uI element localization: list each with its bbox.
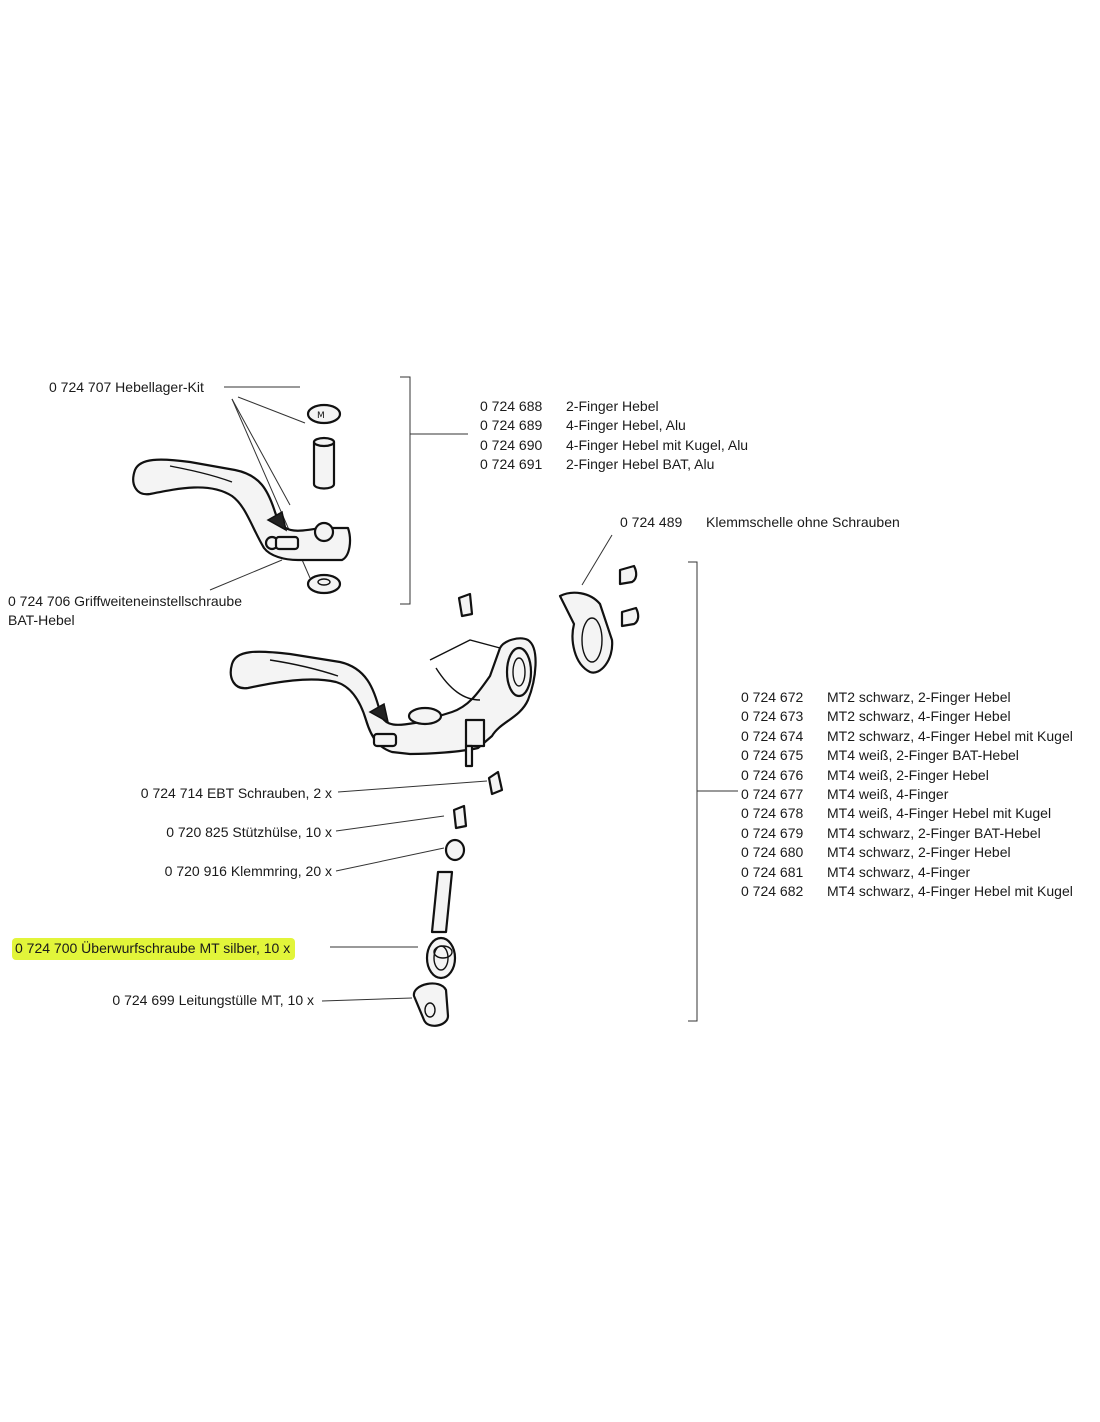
- part-description: 4-Finger Hebel, Alu: [566, 417, 686, 434]
- label-ebt-schrauben: 0 724 714 EBT Schrauben, 2 x: [140, 785, 332, 801]
- list-item: 0 724 680 MT4 schwarz, 2-Finger Hebel: [741, 843, 1073, 862]
- list-item: 0 724 682 MT4 schwarz, 4-Finger Hebel mit…: [741, 882, 1073, 901]
- klemmschelle-description: Klemmschelle ohne Schrauben: [706, 514, 900, 530]
- label-klemmring: 0 720 916 Klemmring, 20 x: [164, 863, 332, 879]
- brand-logo-cap: M: [317, 411, 325, 421]
- part-number: 0 724 673: [741, 708, 804, 725]
- part-description: MT4 weiß, 2-Finger BAT-Hebel: [827, 747, 1019, 764]
- label-ueberwurfschraube-highlighted: 0 724 700 Überwurfschraube MT silber, 10…: [12, 938, 296, 960]
- part-number: 0 724 682: [741, 883, 804, 900]
- part-number: 0 724 690: [480, 436, 543, 453]
- part-description: 2-Finger Hebel BAT, Alu: [566, 456, 715, 473]
- part-number: 0 724 678: [741, 805, 804, 822]
- bracket-assembly: [688, 561, 738, 1022]
- list-item: 0 724 678 MT4 weiß, 4-Finger Hebel mit Ku…: [741, 804, 1073, 823]
- list-item: 0 724 675 MT4 weiß, 2-Finger BAT-Hebel: [741, 746, 1073, 765]
- bracket-lever-kit: [400, 376, 468, 605]
- list-item: 0 724 672 MT2 schwarz, 2-Finger Hebel: [741, 688, 1073, 707]
- part-number: 0 724 691: [480, 456, 543, 473]
- list-item: 0 724 681 MT4 schwarz, 4-Finger: [741, 863, 1073, 882]
- main-lever-assembly: [229, 637, 537, 768]
- part-number: 0 724 674: [741, 727, 804, 744]
- part-number: 0 724 689: [480, 417, 543, 434]
- lever-parts-list: 0 724 688 2-Finger Hebel 0 724 689 4-Finge…: [480, 397, 748, 475]
- part-description: MT4 weiß, 4-Finger: [827, 786, 949, 803]
- part-description: MT4 weiß, 2-Finger Hebel: [827, 766, 989, 783]
- part-number: 0 724 676: [741, 766, 804, 783]
- list-item: 0 724 674 MT2 schwarz, 4-Finger Hebel mit…: [741, 727, 1073, 746]
- label-hebellager-kit: 0 724 707 Hebellager-Kit: [49, 379, 204, 395]
- klemmschelle-number: 0 724 489: [620, 514, 683, 530]
- part-number: 0 724 675: [741, 747, 804, 764]
- label-griffweite-line2: BAT-Hebel: [8, 612, 75, 628]
- part-description: 2-Finger Hebel: [566, 398, 659, 414]
- list-item: 0 724 688 2-Finger Hebel: [480, 397, 748, 416]
- part-description: MT4 weiß, 4-Finger Hebel mit Kugel: [827, 805, 1052, 822]
- part-number: 0 724 677: [741, 786, 804, 803]
- part-description: MT2 schwarz, 4-Finger Hebel mit Kugel: [827, 727, 1073, 744]
- list-item: 0 724 679 MT4 schwarz, 2-Finger BAT-Hebel: [741, 824, 1073, 843]
- part-description: MT4 schwarz, 4-Finger: [827, 863, 971, 880]
- part-description: 4-Finger Hebel mit Kugel, Alu: [566, 436, 749, 453]
- label-leitungstuelle: 0 724 699 Leitungstülle MT, 10 x: [112, 992, 314, 1008]
- handlebar-clamp: [558, 564, 640, 674]
- list-item: 0 724 691 2-Finger Hebel BAT, Alu: [480, 455, 748, 474]
- part-description: MT2 schwarz, 4-Finger Hebel: [827, 708, 1011, 725]
- bushing-kit: M: [306, 403, 342, 595]
- part-number: 0 724 681: [741, 863, 804, 880]
- cable-grommet: [412, 982, 450, 1027]
- label-griffweite-line1: 0 724 706 Griffweiteneinstellschraube: [8, 593, 243, 609]
- part-number: 0 724 672: [741, 689, 804, 705]
- part-description: MT2 schwarz, 2-Finger Hebel: [827, 689, 1011, 705]
- part-number: 0 724 679: [741, 824, 804, 841]
- list-item: 0 724 676 MT4 weiß, 2-Finger Hebel: [741, 766, 1073, 785]
- part-description: MT4 schwarz, 2-Finger Hebel: [827, 844, 1011, 861]
- part-description: MT4 schwarz, 2-Finger BAT-Hebel: [827, 824, 1041, 841]
- list-item: 0 724 673 MT2 schwarz, 4-Finger Hebel: [741, 707, 1073, 726]
- label-klemmschelle: 0 724 489 Klemmschelle ohne Schrauben: [620, 513, 900, 532]
- label-stuetzhuelse: 0 720 825 Stützhülse, 10 x: [166, 824, 332, 840]
- part-number: 0 724 680: [741, 844, 804, 861]
- union-nut-highlighted: [425, 936, 457, 980]
- assembly-parts-list: 0 724 672 MT2 schwarz, 2-Finger Hebel 0 7…: [741, 688, 1073, 901]
- upper-lever: [132, 458, 352, 562]
- list-item: 0 724 690 4-Finger Hebel mit Kugel, Alu: [480, 436, 748, 455]
- list-item: 0 724 677 MT4 weiß, 4-Finger: [741, 785, 1073, 804]
- leader-lines: [209, 386, 613, 1002]
- part-number: 0 724 688: [480, 398, 543, 414]
- small-hardware: [412, 592, 504, 1027]
- list-item: 0 724 689 4-Finger Hebel, Alu: [480, 416, 748, 435]
- part-description: MT4 schwarz, 4-Finger Hebel mit Kugel: [827, 883, 1073, 900]
